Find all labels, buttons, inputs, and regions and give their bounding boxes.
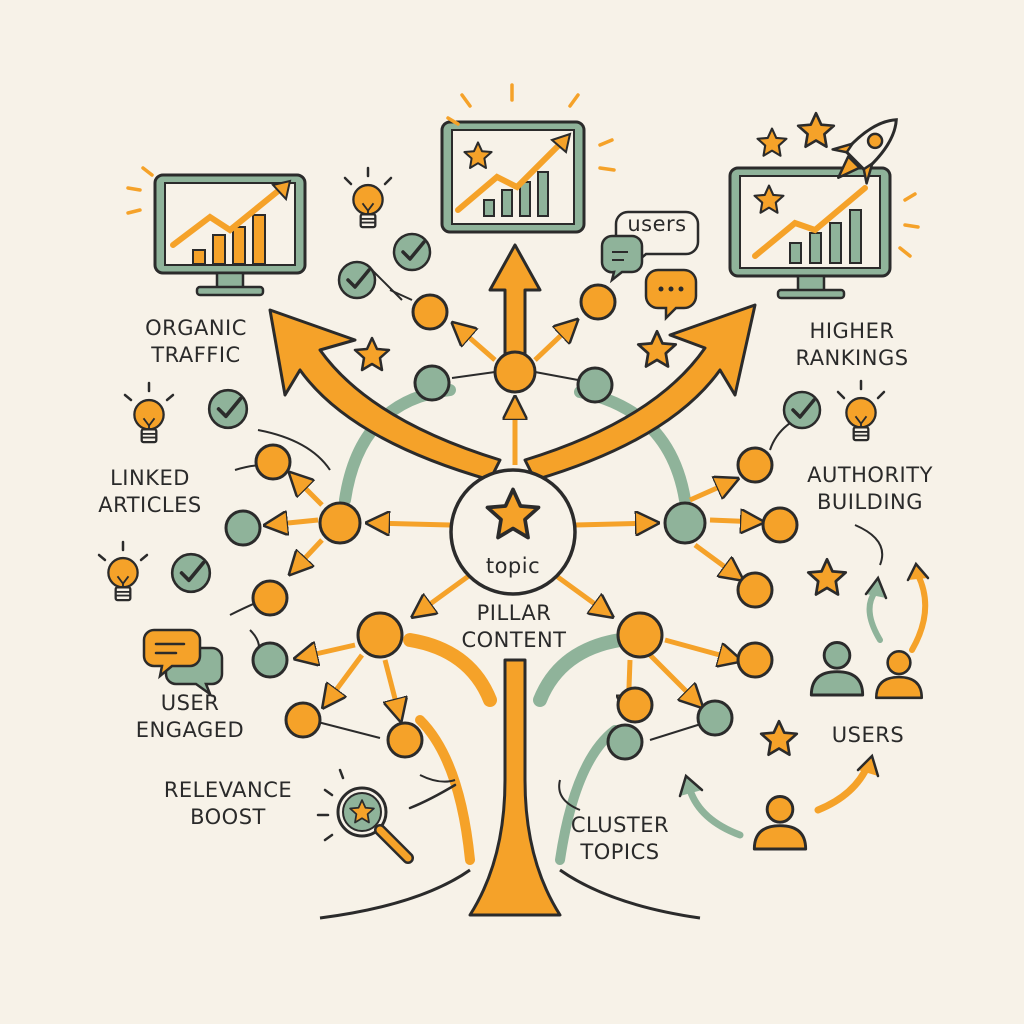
authority-building-line1: AUTHORITY (807, 463, 933, 487)
big-arrow-right (523, 303, 757, 482)
linked-articles-line2: ARTICLES (98, 493, 201, 517)
linked-articles-line1: LINKED (110, 466, 190, 490)
checkmark-icon (392, 232, 432, 272)
user-icon (809, 641, 865, 697)
organic-traffic-line2: TRAFFIC (150, 343, 240, 367)
center-word: topic (486, 554, 540, 578)
center-hub: topic (449, 468, 577, 596)
user-icon (874, 650, 924, 700)
orange-nodes (251, 283, 799, 759)
checkmark-icon (170, 552, 212, 594)
magnifier-star-icon (336, 786, 414, 864)
monitor-chart-icon (153, 173, 307, 297)
star-icon (353, 336, 391, 372)
speech-bubble-icon (600, 234, 644, 284)
speech-bubble-icon (644, 268, 698, 322)
lightbulb-icon (133, 398, 165, 444)
lightbulb-icon (845, 396, 877, 442)
star-icon (759, 719, 799, 757)
labels: ORGANIC TRAFFIC HIGHER RANKINGS LINKED A… (98, 316, 933, 864)
checkmark-icon (782, 390, 822, 430)
cluster-topics-line2: TOPICS (579, 840, 659, 864)
monitor-chart-icon (728, 166, 892, 300)
bulb-rays (97, 166, 886, 562)
star-icon (796, 111, 836, 149)
checkmark-icon (207, 388, 249, 430)
ray-accents (126, 83, 920, 258)
sage-nodes (224, 364, 734, 761)
checkmark-icon (337, 260, 377, 300)
higher-rankings-line1: HIGHER (810, 319, 895, 343)
organic-traffic-line1: ORGANIC (145, 316, 247, 340)
user-icon (752, 795, 808, 851)
relevance-boost-line2: BOOST (190, 805, 266, 829)
lightbulb-icon (107, 556, 139, 602)
authority-building-line2: BUILDING (817, 490, 923, 514)
big-arrow-left (268, 308, 502, 482)
arrow-icon (408, 561, 930, 839)
higher-rankings-line2: RANKINGS (795, 346, 908, 370)
star-icon (756, 127, 788, 157)
monitor-chart-icon (440, 120, 586, 234)
star-icon (806, 557, 848, 596)
pillar-label-line1: PILLAR (477, 601, 552, 625)
users-label: USERS (832, 723, 904, 747)
user-engaged-line2: ENGAGED (136, 718, 244, 742)
user-engaged-line1: USER (161, 691, 220, 715)
pillar-label-line2: CONTENT (461, 628, 566, 652)
connector-arrows (268, 322, 760, 718)
tree-trunk (319, 633, 701, 920)
speech-bubble-text: users (627, 212, 686, 236)
relevance-boost-line1: RELEVANCE (164, 778, 292, 802)
lightbulb-icon (352, 183, 384, 229)
speech-bubble-icon (142, 628, 224, 698)
rocket-icon (831, 118, 898, 185)
magnifier-rays (316, 768, 345, 842)
cluster-topics-line1: CLUSTER (571, 813, 669, 837)
